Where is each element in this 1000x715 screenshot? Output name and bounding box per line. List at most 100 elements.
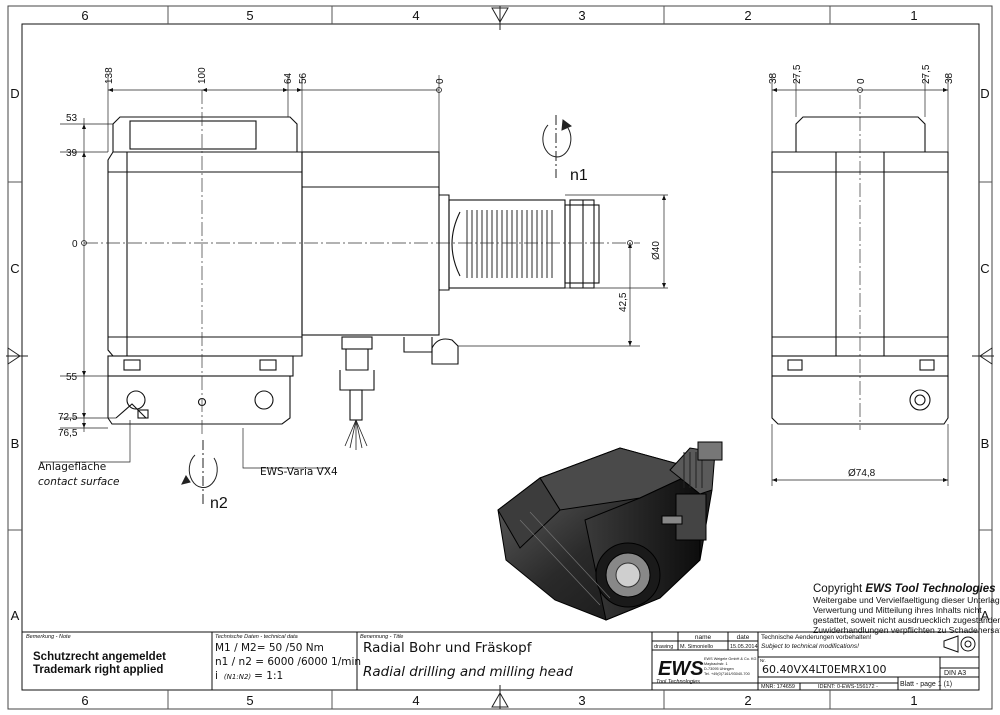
dim-text: 76,5 [58, 428, 78, 439]
grid-col-top: 2 [744, 8, 751, 23]
notice-de: Technische Aenderungen vorbehalten! [761, 634, 872, 641]
drawing-date: 15.05.2014 [730, 644, 758, 650]
centering-marks [6, 6, 994, 709]
title-en: Radial drilling and milling head [363, 664, 573, 680]
title-block-text: Bemerkung - Note Schutzrecht angemeldet … [26, 634, 966, 690]
grid-row-right: C [980, 261, 989, 276]
drawer-name: M. Simoniello [680, 644, 713, 650]
dim-text: 42,5 [618, 292, 629, 312]
dim-text: 55 [66, 372, 78, 383]
grid-row-right: B [981, 436, 990, 451]
mnr: MNR: 174659 [761, 684, 795, 690]
front-dimension-lines [60, 75, 668, 432]
row-label: drawing [654, 644, 673, 650]
grid-col-top: 1 [910, 8, 917, 23]
grid-row-left: C [10, 261, 19, 276]
remark-header: Bemerkung - Note [26, 634, 71, 640]
dim-text: 56 [298, 72, 309, 84]
grid-col-bottom: 5 [246, 693, 253, 708]
rotation-label-n1: n1 [570, 167, 588, 184]
company-address: EWS Weigele GmbH & Co. KG Maybachstr. 1 … [704, 657, 757, 676]
dim-text: Ø40 [651, 241, 662, 260]
logo-subtext: Tool Technologies [656, 679, 700, 685]
title-block-frame [22, 631, 979, 690]
ews-logo-icon: EWS Tool Technologies [656, 658, 704, 685]
tech-header: Technische Daten - technical data [215, 634, 298, 640]
tech-ratio-symbol: i [215, 670, 218, 682]
grid-row-right: A [981, 608, 990, 623]
company-line: Tel. +49(0)7161/93040-700 [704, 672, 750, 676]
side-dims: 38 27,5 0 27,5 38 Ø74,8 [768, 64, 955, 479]
dim-text: 0 [72, 239, 78, 250]
dim-text: 0 [435, 78, 446, 84]
callout-leaders [40, 420, 330, 469]
grid-col-bottom: 2 [744, 693, 751, 708]
part-number: 60.40VX4LT0EMRX100 [762, 663, 887, 676]
notice-en: Subject to technical modifications! [761, 643, 859, 650]
dim-text: 38 [768, 72, 779, 84]
tech-ratio-note: (N1:N2) [224, 673, 251, 681]
col-date: date [737, 634, 750, 641]
grid-col-bottom: 1 [910, 693, 917, 708]
dim-text: 27,5 [921, 64, 932, 84]
grid-col-top: 4 [412, 8, 419, 23]
grid-col-top: 3 [578, 8, 585, 23]
name-header: Benennung - Title [360, 634, 403, 640]
dim-text: 0 [856, 78, 867, 84]
grid-col-bottom: 6 [81, 693, 88, 708]
copyright-line: Weitergabe und Vervielfaeltigung dieser … [813, 595, 1000, 605]
sheet-number: Blatt - page 1 (1) [900, 681, 952, 688]
company-line: EWS Weigele GmbH & Co. KG [704, 657, 757, 661]
grid-col-top: 6 [81, 8, 88, 23]
dim-text: 27,5 [792, 64, 803, 84]
rotation-symbols [181, 115, 572, 505]
product-3d-illustration [497, 441, 723, 621]
callout-variant: EWS-Varia VX4 [260, 466, 338, 478]
callout-contact-en: contact surface [38, 476, 119, 488]
front-dims: 138 100 64 56 0 53 39 0 55 72,5 76,5 Ø40… [58, 67, 662, 439]
copyright-line: Zuwiderhandlungen verpflichten zu Schade… [813, 625, 1000, 635]
dim-text: 38 [944, 72, 955, 84]
title-de: Radial Bohr und Fräskopf [363, 640, 533, 656]
tech-line: n1 / n2 = 6000 /6000 1/min [215, 656, 361, 668]
dim-text: 100 [197, 67, 208, 84]
dim-text: 64 [283, 72, 294, 84]
remark-line: Trademark right applied [33, 664, 163, 676]
rotation-label-n2: n2 [210, 495, 228, 512]
company-line: Maybachstr. 1 [704, 662, 728, 666]
grid-col-top: 5 [246, 8, 253, 23]
paper-format: DIN A3 [944, 670, 966, 677]
side-dimension-arrows [772, 88, 948, 482]
grid-col-bottom: 4 [412, 693, 419, 708]
copyright-line: gestattet, soweit nicht ausdruecklich zu… [813, 615, 1000, 625]
grid-row-left: B [11, 436, 20, 451]
dim-text: 39 [66, 148, 78, 159]
dim-text: Ø74,8 [848, 468, 876, 479]
grid-labels: 6 5 4 3 2 1 6 5 4 3 2 1 D C B A D C B A [10, 8, 989, 708]
grid-col-bottom: 3 [578, 693, 585, 708]
coolant-spray [344, 419, 368, 450]
logo-text: EWS [658, 658, 704, 680]
grid-row-right: D [980, 86, 989, 101]
ident: IDENT: 0-EWS-156172 - [818, 684, 878, 690]
grid-row-left: D [10, 86, 19, 101]
dim-text: 72,5 [58, 412, 78, 423]
company-line: D-73095 Uhingen [704, 667, 734, 671]
copyright-lead: Copyright [813, 583, 865, 595]
tech-line: i (N1:N2)= 1:1 [215, 670, 283, 682]
front-view [107, 116, 600, 425]
projection-symbol-icon [943, 635, 976, 653]
tech-line: M1 / M2= 50 /50 Nm [215, 642, 324, 654]
side-dimension-lines [771, 75, 949, 486]
grid-row-left: A [11, 608, 20, 623]
copyright-notice: Copyright EWS Tool Technologies [813, 583, 996, 595]
dim-text: 138 [104, 67, 115, 84]
copyright-line: Verwertung und Mitteilung ihres Inhalts … [813, 605, 982, 615]
dim-text: 53 [66, 113, 78, 124]
remark-line: Schutzrecht angemeldet [33, 651, 166, 663]
center-lines [84, 90, 861, 436]
nr-label: Nr. [760, 658, 766, 663]
tech-ratio-value: = 1:1 [254, 670, 283, 682]
col-name: name [695, 634, 712, 641]
